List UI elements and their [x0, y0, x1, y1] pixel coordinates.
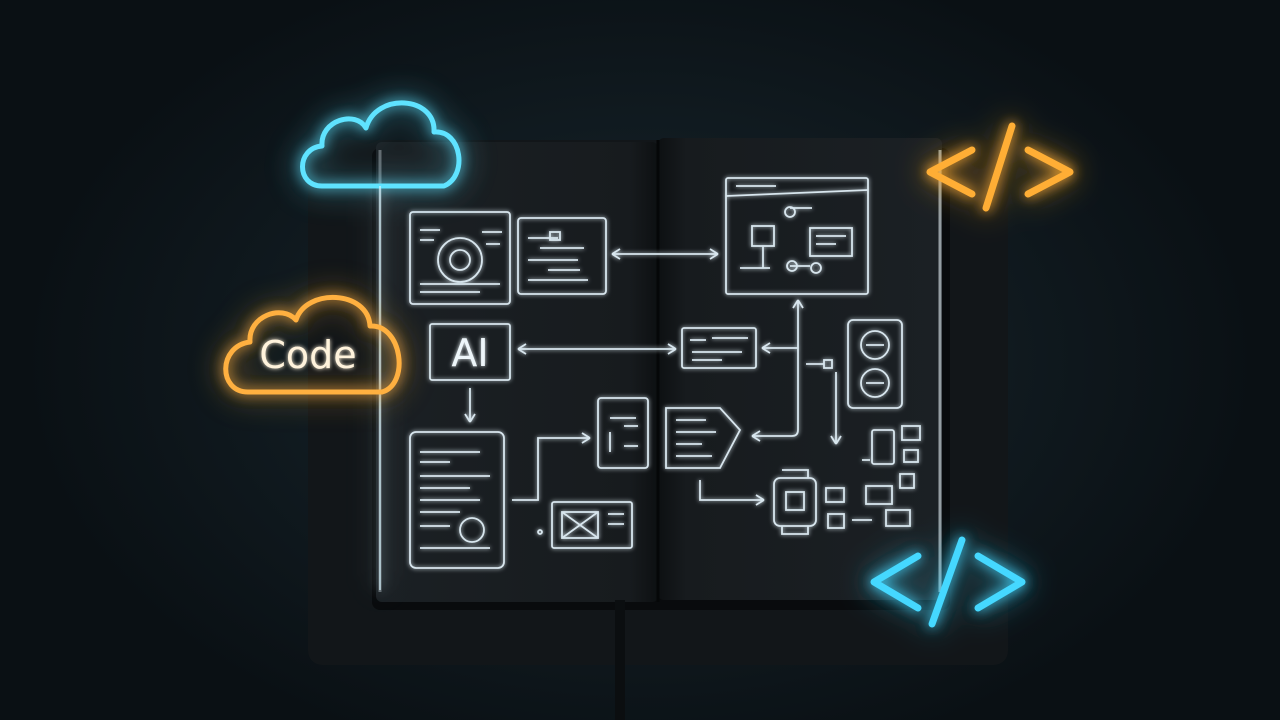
ai-label: AI	[451, 331, 488, 375]
sketch-device-knobs	[847, 319, 903, 409]
sketch-ai-box	[429, 323, 511, 381]
sketch-tag-shape	[665, 407, 742, 469]
sketch-diagram	[409, 177, 921, 569]
sketch-watch	[773, 477, 817, 527]
sketch-box-flow	[517, 217, 607, 295]
bookmark-ribbon	[615, 600, 625, 720]
sketch-panel-a	[597, 397, 649, 469]
cyan-cloud-icon	[300, 100, 462, 590]
sketch-window	[725, 177, 869, 295]
orange-code-tag-icon	[926, 122, 1074, 212]
sketch-phone	[409, 431, 505, 569]
code-label: Code	[259, 333, 356, 377]
left-page	[376, 142, 658, 602]
sketch-envelope-box	[551, 501, 633, 549]
cyan-code-tag-icon	[870, 536, 1026, 628]
right-page	[658, 138, 942, 600]
sketch-box-middle	[681, 327, 757, 369]
orange-code-cloud-icon	[223, 295, 402, 395]
sketch-box-camera	[409, 211, 511, 305]
